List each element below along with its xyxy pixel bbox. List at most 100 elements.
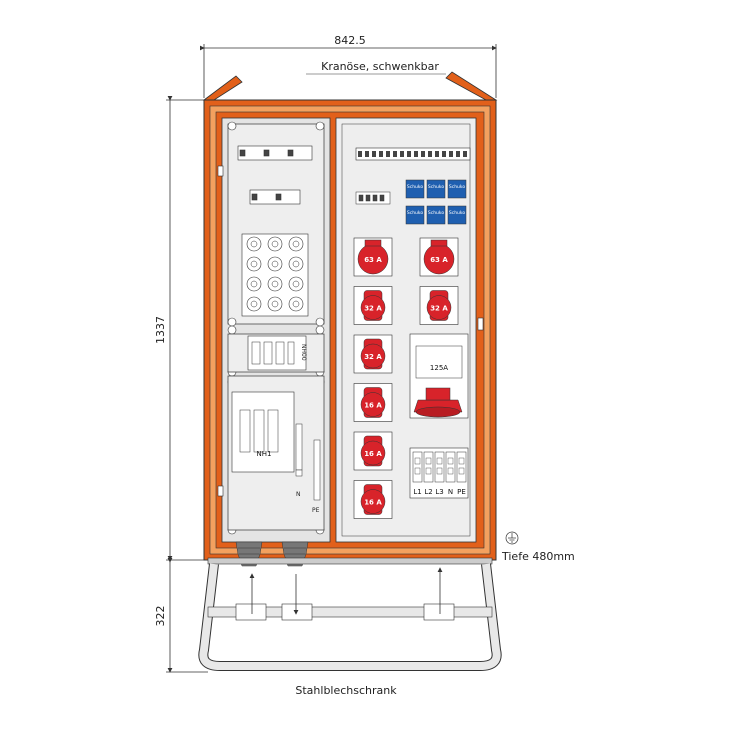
fuse-holder [246, 276, 262, 292]
fuse-holder [267, 236, 283, 252]
height-dimension [166, 96, 208, 673]
terminal-label: L1 [413, 488, 421, 496]
mcb-toggle [407, 151, 411, 157]
fuse-holder [246, 296, 262, 312]
schuko-socket: Schuko [447, 179, 467, 199]
mcb-toggle [421, 151, 425, 157]
earth-symbol [505, 531, 519, 545]
terminal-l1: L1 [412, 451, 423, 496]
mcb-toggle [365, 151, 369, 157]
cee-socket: 32 A [353, 286, 393, 325]
schuko-label: Schuko [407, 184, 423, 190]
pe-label: PE [312, 507, 320, 514]
schuko-label: Schuko [449, 184, 465, 190]
terminal-label: N [448, 488, 453, 496]
mcb-toggle [358, 151, 362, 157]
mcb-toggle [372, 151, 376, 157]
cee-socket: 32 A [419, 286, 459, 325]
schuko-label: Schuko [428, 210, 444, 216]
terminal-l2: L2 [423, 451, 434, 496]
fuse-holder [246, 236, 262, 252]
cee-socket: 63 A [419, 237, 459, 277]
rcd-row [355, 147, 471, 161]
schuko-label: Schuko [428, 184, 444, 190]
width-dimension [200, 44, 497, 98]
fuse-holder [246, 256, 262, 272]
fuse-holder [267, 276, 283, 292]
depth-label: Tiefe 480mm [501, 550, 575, 563]
cee-socket: 63 A [353, 237, 393, 277]
schuko-socket: Schuko [405, 179, 425, 199]
material-label: Stahlblechschrank [295, 684, 397, 697]
mcb-toggle [400, 151, 404, 157]
cee-socket: 16 A [353, 480, 393, 519]
terminal-label: L3 [435, 488, 443, 496]
mcb-toggle [456, 151, 460, 157]
fuse-holder [288, 276, 304, 292]
schuko-socket: Schuko [405, 205, 425, 225]
mcb-toggle [435, 151, 439, 157]
fuse-holder [267, 296, 283, 312]
socket-rating: 16 A [364, 450, 382, 458]
mcb-toggle [414, 151, 418, 157]
main-socket-125a [409, 333, 469, 419]
crane-eye-right [445, 71, 498, 101]
fuse-grid-cells [246, 236, 304, 312]
socket-rating: 16 A [364, 499, 382, 507]
socket-rating: 32 A [364, 353, 382, 361]
fuse-holder [288, 236, 304, 252]
base-frame [199, 563, 501, 670]
fuse-holder [288, 256, 304, 272]
schuko-socket: Schuko [447, 205, 467, 225]
socket-rating: 32 A [364, 305, 382, 313]
door-handle [477, 317, 484, 331]
terminal-l3: L3 [434, 451, 445, 496]
nh00-label: NH00 [300, 344, 307, 361]
cross-bar [207, 606, 493, 618]
main-socket-label: 125A [430, 364, 448, 372]
cee-sockets-right: 63 A 32 A [419, 237, 459, 325]
socket-rating: 63 A [430, 256, 448, 264]
nh1-label: NH1 [257, 450, 272, 458]
base-height-label: 322 [154, 606, 167, 627]
mcb-toggle [428, 151, 432, 157]
mcb-toggle [442, 151, 446, 157]
fuse-holder [288, 296, 304, 312]
mcb-toggle [386, 151, 390, 157]
schuko-label: Schuko [407, 210, 423, 216]
mcb-toggle [393, 151, 397, 157]
crane-eye-label: Kranöse, schwenkbar [321, 60, 439, 73]
socket-rating: 32 A [430, 305, 448, 313]
cee-sockets-left: 63 A 32 A 32 A 16 A 16 A 16 A [353, 237, 393, 519]
mcb-row-1 [237, 145, 313, 161]
mcb-row-2 [249, 189, 301, 205]
socket-rating: 63 A [364, 256, 382, 264]
mcb-toggle [449, 151, 453, 157]
cee-socket: 16 A [353, 431, 393, 471]
rcd-ticks [358, 151, 467, 157]
crane-eye-left [202, 75, 243, 101]
terminal-strip-pe [313, 439, 321, 501]
cee-socket: 32 A [353, 334, 393, 374]
schuko-label: Schuko [449, 210, 465, 216]
fuse-holder [267, 256, 283, 272]
cee-socket: 16 A [353, 383, 393, 422]
socket-rating: 16 A [364, 402, 382, 410]
terminal-strip-n [295, 423, 303, 477]
neutral-label: N [296, 491, 301, 498]
mcb-small-group [355, 191, 391, 205]
width-label: 842.5 [334, 34, 366, 47]
schuko-socket: Schuko [426, 179, 446, 199]
terminal-label: PE [457, 488, 466, 496]
mcb-toggle [379, 151, 383, 157]
terminal-label: L2 [424, 488, 432, 496]
cable-entry-arrows [249, 567, 443, 615]
mcb-toggle [463, 151, 467, 157]
schuko-socket: Schuko [426, 205, 446, 225]
height-label: 1337 [154, 316, 167, 344]
terminal-n: N [445, 451, 456, 496]
